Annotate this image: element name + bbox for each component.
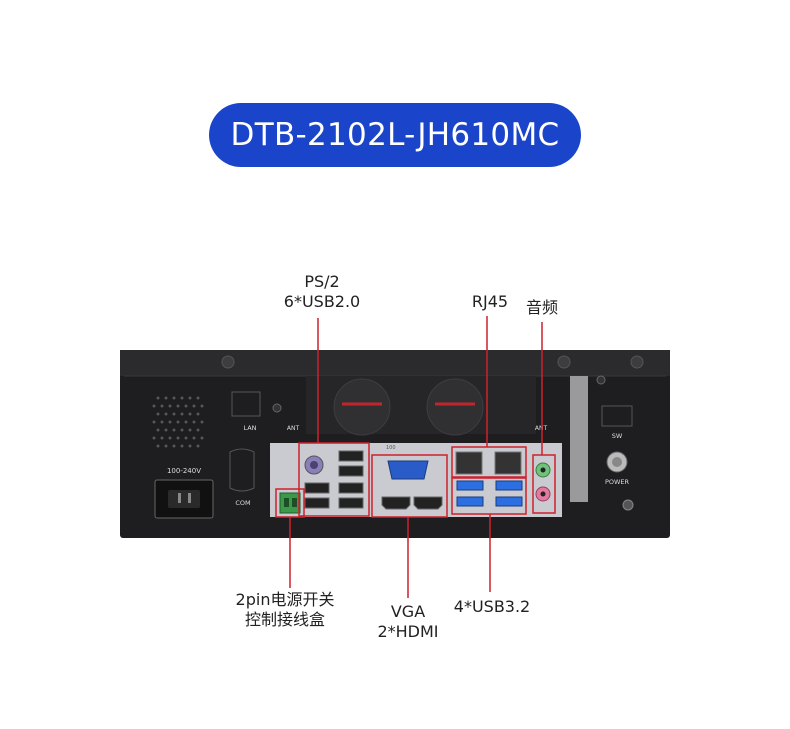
- voltage-label: 100-240V: [167, 467, 201, 475]
- sw-knockout: [601, 405, 633, 427]
- callout-junction-box: 控制接线盒: [244, 610, 325, 629]
- callout-power-box: 2pin电源开关 控制接线盒: [215, 590, 355, 630]
- callout-rj45: RJ45: [471, 292, 509, 311]
- hdmi-port: [413, 496, 443, 510]
- ant-right-label: ANT: [535, 425, 548, 432]
- leader-lines: [289, 316, 543, 598]
- callout-hdmi: 2*HDMI: [377, 622, 439, 641]
- mount-screw-icon: [557, 355, 571, 369]
- usb32-ports: [456, 480, 523, 507]
- callout-vga-hdmi: VGA 2*HDMI: [356, 602, 460, 642]
- mount-screw-icon: [221, 355, 235, 369]
- rj45-port: [455, 451, 483, 475]
- highlight-boxes: [275, 442, 556, 518]
- vga-port: [387, 460, 429, 480]
- callout-usb20: 6*USB2.0: [283, 292, 361, 311]
- ant-left-label: ANT: [287, 425, 300, 432]
- sw-label: SW: [612, 432, 623, 440]
- rj45-port: [494, 451, 522, 475]
- callout-ps2-usb: PS/2 6*USB2.0: [262, 272, 382, 312]
- io-100-label: 100: [386, 445, 396, 451]
- power-label: POWER: [605, 478, 630, 486]
- callout-audio: 音频: [525, 298, 558, 317]
- product-title-pill: DTB-2102L-JH610MC: [209, 103, 581, 167]
- chassis-top-lip: [120, 350, 670, 376]
- com-knockout: [229, 448, 255, 492]
- lan-label: LAN: [243, 424, 256, 432]
- hdmi-port: [381, 496, 411, 510]
- lan-knockout: [231, 391, 261, 417]
- callout-vga: VGA: [390, 602, 426, 621]
- callout-power-switch: 2pin电源开关: [235, 590, 335, 609]
- usb20-ports: [304, 450, 364, 509]
- callout-usb32: 4*USB3.2: [453, 597, 531, 616]
- vent-grille: [152, 396, 204, 448]
- product-title: DTB-2102L-JH610MC: [230, 117, 560, 153]
- com-label: COM: [235, 499, 250, 507]
- mount-screw-icon: [630, 355, 644, 369]
- ground-terminal-icon: [622, 499, 634, 511]
- expansion-bracket: [570, 376, 588, 502]
- callout-ps2: PS/2: [304, 272, 340, 291]
- fan-vent-left: [306, 376, 536, 436]
